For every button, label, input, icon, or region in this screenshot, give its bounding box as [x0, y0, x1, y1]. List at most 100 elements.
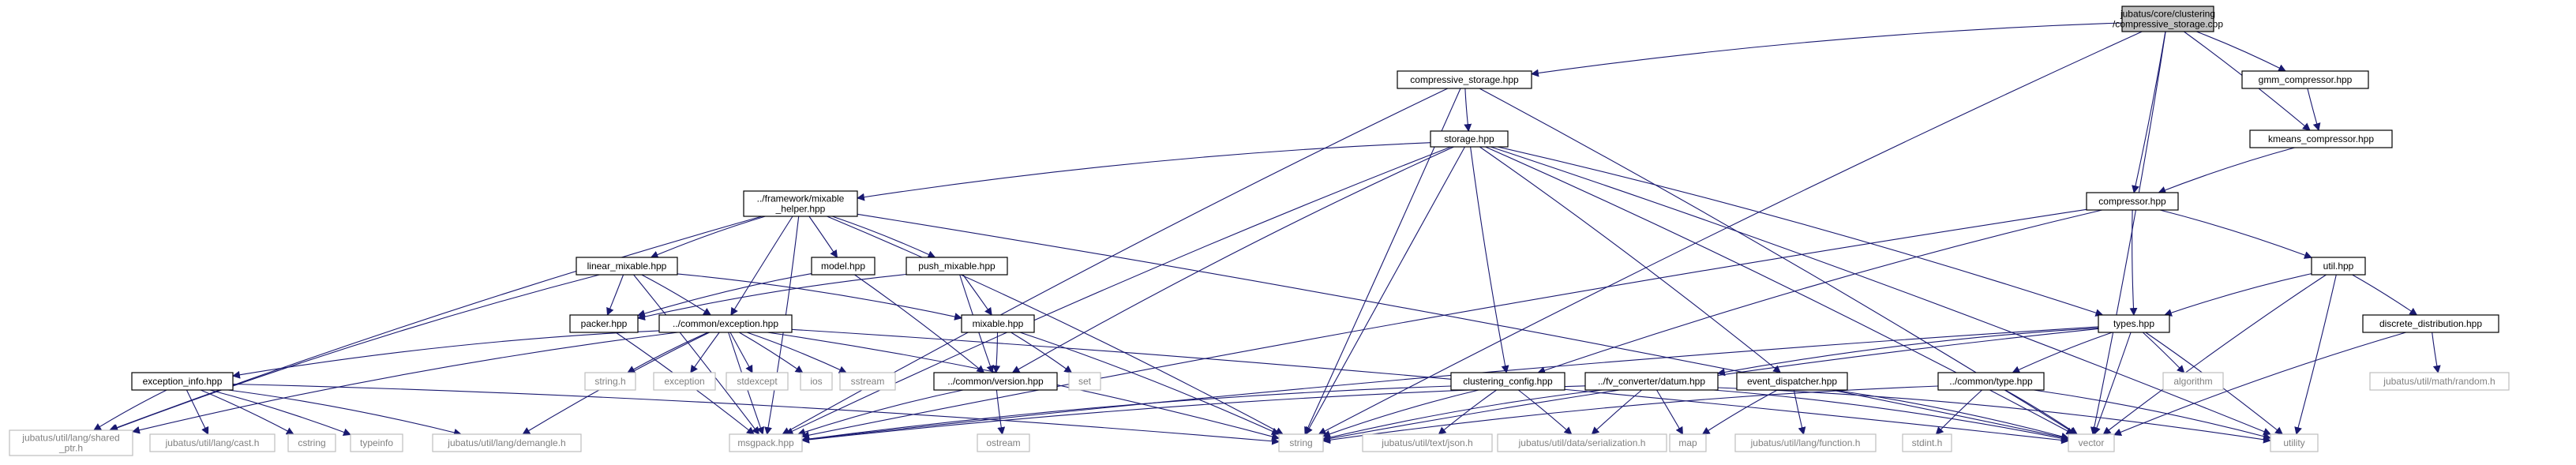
node-label-ostream: ostream — [986, 437, 1020, 448]
node-box-model_hpp — [811, 257, 876, 276]
node-packer_hpp[interactable]: packer.hpp — [569, 314, 639, 333]
node-label-ios: ios — [810, 376, 822, 387]
node-label-exception_info_hpp: exception_info.hpp — [143, 376, 223, 387]
node-label-string_h: string.h — [594, 376, 625, 387]
node-box-sstream — [839, 372, 896, 391]
edge-version_hpp-to-ostream — [996, 389, 1006, 435]
node-stdexcept: stdexcept — [726, 372, 789, 391]
node-mixable_hpp[interactable]: mixable.hpp — [961, 314, 1035, 333]
node-storage_hpp[interactable]: storage.hpp — [1430, 130, 1509, 148]
edge-clustering_config_hpp-to-json_h — [1438, 389, 1497, 435]
node-datum_hpp[interactable]: ../fv_converter/datum.hpp — [1584, 372, 1719, 391]
edge-compressive_storage_hpp-to-storage_hpp — [1464, 88, 1472, 132]
node-box-common_type_hpp — [1937, 372, 2045, 391]
edge-exception_hpp-to-sstream — [746, 332, 847, 373]
edge-kmeans_compressor_hpp-to-compressor_hpp — [2158, 147, 2295, 194]
edge-linear_mixable_hpp-to-shared_ptr_h — [110, 274, 600, 432]
node-label-event_dispatcher_hpp: event_dispatcher.hpp — [1747, 376, 1837, 387]
node-label-algorithm: algorithm — [2173, 376, 2212, 387]
node-label-utility: utility — [2283, 437, 2304, 448]
node-kmeans_compressor_hpp[interactable]: kmeans_compressor.hpp — [2249, 129, 2393, 148]
node-label-typeinfo: typeinfo — [360, 437, 393, 448]
node-mixable_helper_hpp[interactable]: ../framework/mixable_helper.hpp — [743, 190, 858, 217]
edge-exception_info_hpp-to-typeinfo — [209, 389, 351, 437]
edge-datum_hpp-to-map — [1656, 389, 1683, 435]
node-typeinfo: typeinfo — [350, 433, 403, 452]
edge-common_type_hpp-to-utility — [2034, 389, 2271, 441]
node-root[interactable]: jubatus/core/clustering/compressive_stor… — [2113, 6, 2223, 32]
edge-exception_info_hpp-to-shared_ptr_h — [93, 389, 167, 431]
edge-storage_hpp-to-clustering_config_hpp — [1470, 146, 1509, 373]
node-label-vector: vector — [2079, 437, 2105, 448]
node-ostream: ostream — [977, 433, 1030, 452]
node-label-push_mixable_hpp: push_mixable.hpp — [918, 261, 996, 272]
node-label-clustering_config_hpp: clustering_config.hpp — [1463, 376, 1553, 387]
node-clustering_config_hpp[interactable]: clustering_config.hpp — [1450, 372, 1565, 391]
edge-push_mixable_hpp-to-mixable_hpp — [962, 274, 992, 316]
node-box-event_dispatcher_hpp — [1736, 372, 1848, 391]
node-label-compressor_hpp: compressor.hpp — [2098, 196, 2166, 207]
node-label-string: string — [1289, 437, 1312, 448]
node-label-storage_hpp: storage.hpp — [1444, 133, 1494, 144]
edge-storage_hpp-to-msgpack_hpp — [785, 146, 1452, 435]
node-shared_ptr_h: jubatus/util/lang/shared_ptr.h — [9, 429, 133, 456]
node-demangle_h: jubatus/util/lang/demangle.h — [432, 433, 582, 452]
node-vector: vector — [2068, 433, 2115, 452]
edge-linear_mixable_hpp-to-msgpack_hpp — [633, 274, 760, 435]
node-common_type_hpp[interactable]: ../common/type.hpp — [1937, 372, 2045, 391]
edge-datum_hpp-to-string — [1322, 389, 1603, 441]
node-box-set — [1068, 372, 1101, 391]
edge-discrete_distribution_hpp-to-vector — [2113, 332, 2406, 437]
node-types_hpp[interactable]: types.hpp — [2098, 314, 2170, 333]
node-util_hpp[interactable]: util.hpp — [2311, 257, 2366, 276]
edge-discrete_distribution_hpp-to-random_h — [2432, 332, 2441, 373]
node-stdint_h: stdint.h — [1902, 433, 1952, 452]
edge-model_hpp-to-packer_hpp — [637, 273, 812, 317]
node-box-utility — [2270, 433, 2319, 452]
edge-mixable_helper_hpp-to-exception_hpp — [730, 216, 793, 316]
edge-exception_hpp-to-ios — [739, 332, 804, 373]
node-algorithm: algorithm — [2162, 372, 2224, 391]
edge-exception_hpp-to-string_h — [627, 332, 709, 373]
edge-mixable_hpp-to-version_hpp — [992, 332, 1001, 373]
edge-storage_hpp-to-version_hpp — [1011, 146, 1454, 373]
node-box-exception_info_hpp — [131, 372, 234, 391]
edge-datum_hpp-to-vector — [1713, 389, 2069, 443]
node-label-gmm_compressor_hpp: gmm_compressor.hpp — [2259, 74, 2353, 85]
node-label-set: set — [1078, 376, 1092, 387]
edge-clustering_config_hpp-to-serialization_h — [1517, 389, 1573, 435]
edge-compressor_hpp-to-util_hpp — [2159, 209, 2312, 259]
edge-linear_mixable_hpp-to-packer_hpp — [606, 274, 624, 316]
edge-mixable_hpp-to-string — [1019, 332, 1280, 435]
node-label-stdint_h: stdint.h — [1912, 437, 1943, 448]
node-box-json_h — [1362, 433, 1493, 452]
node-box-string_h — [584, 372, 636, 391]
node-gmm_compressor_hpp[interactable]: gmm_compressor.hpp — [2241, 70, 2369, 89]
edge-clustering_config_hpp-to-string — [1322, 389, 1479, 438]
edge-exception_hpp-to-exception_info_hpp — [232, 330, 660, 379]
edge-compressor_hpp-to-clustering_config_hpp — [1537, 209, 2102, 374]
node-compressor_hpp[interactable]: compressor.hpp — [2086, 192, 2179, 211]
node-box-compressive_storage_hpp — [1397, 70, 1532, 89]
edge-exception_info_hpp-to-string — [232, 383, 1280, 445]
node-event_dispatcher_hpp[interactable]: event_dispatcher.hpp — [1736, 372, 1848, 391]
edge-storage_hpp-to-event_dispatcher_hpp — [1479, 146, 1782, 373]
edge-storage_hpp-to-mixable_helper_hpp — [857, 142, 1431, 201]
node-box-random_h — [2369, 372, 2510, 391]
node-label-mixable_helper_hpp: _helper.hpp — [775, 204, 826, 215]
edge-exception_info_hpp-to-demangle_h — [227, 389, 462, 437]
node-label-shared_ptr_h: _ptr.h — [58, 443, 83, 454]
node-exception_hpp[interactable]: ../common/exception.hpp — [658, 314, 793, 333]
node-version_hpp[interactable]: ../common/version.hpp — [933, 372, 1058, 391]
edge-types_hpp-to-algorithm — [2142, 332, 2185, 373]
edge-root-to-gmm_compressor_hpp — [2196, 31, 2286, 72]
node-push_mixable_hpp[interactable]: push_mixable.hpp — [906, 257, 1008, 276]
edge-util_hpp-to-types_hpp — [2164, 273, 2312, 317]
node-model_hpp[interactable]: model.hpp — [811, 257, 876, 276]
node-compressive_storage_hpp[interactable]: compressive_storage.hpp — [1397, 70, 1532, 89]
node-box-ios — [800, 372, 833, 391]
node-discrete_distribution_hpp[interactable]: discrete_distribution.hpp — [2362, 314, 2499, 333]
node-linear_mixable_hpp[interactable]: linear_mixable.hpp — [576, 257, 678, 276]
node-exception_info_hpp[interactable]: exception_info.hpp — [131, 372, 234, 391]
